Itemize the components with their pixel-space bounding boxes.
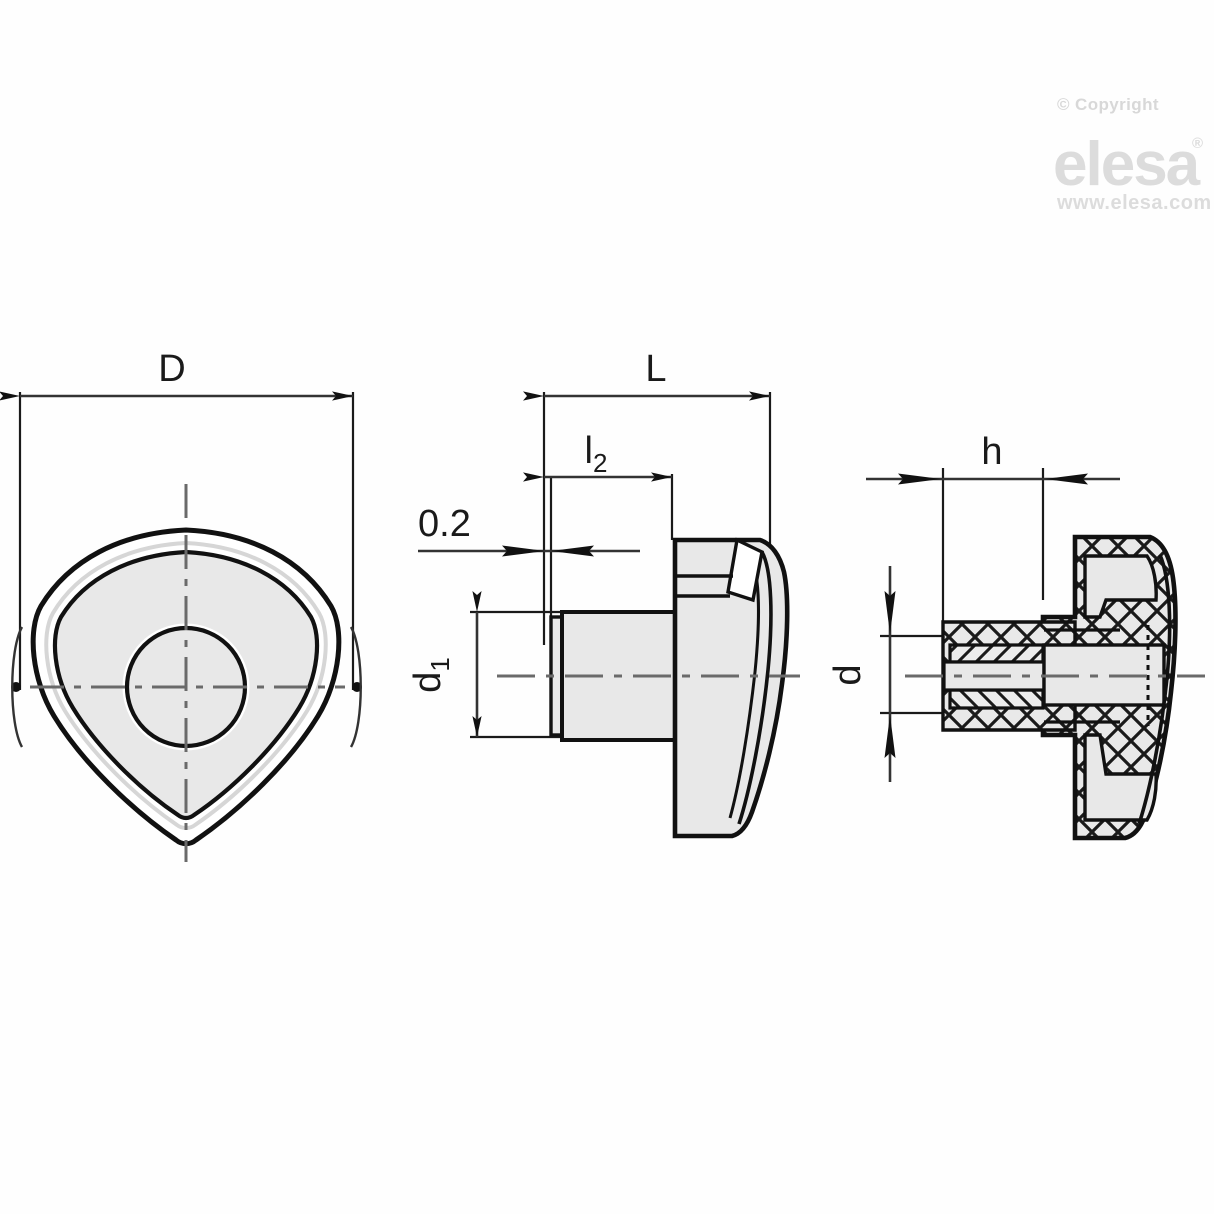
dimension-L: L — [523, 348, 770, 401]
elesa-watermark: © Copyright elesa ® www.elesa.com — [1053, 95, 1212, 214]
dim-02-arrow-left — [502, 545, 545, 557]
watermark-registered-mark: ® — [1192, 135, 1203, 152]
section-view: h d — [827, 431, 1205, 841]
front-view-centerlines — [30, 484, 345, 862]
watermark-url-text: www.elesa.com — [1056, 192, 1212, 214]
dimension-l2: l2 — [523, 430, 672, 482]
dimension-h: h — [866, 431, 1120, 640]
side-view: L l2 0.2 d1 — [407, 348, 800, 839]
dim-L-label: L — [645, 348, 666, 390]
centerline-end-dot-left — [11, 682, 21, 692]
dim-d-arrow-bottom — [884, 715, 896, 758]
head-cavity-lower — [1083, 733, 1158, 822]
section-head-rib-line — [1137, 554, 1172, 825]
watermark-brand-text: elesa — [1053, 130, 1201, 199]
head-rib-line-1 — [737, 551, 773, 825]
dimension-D: D — [0, 348, 355, 690]
dim-d-arrow-top — [884, 591, 896, 634]
break-arc-left — [11, 626, 24, 748]
dim-l2-label: l2 — [585, 430, 608, 478]
dim-d1-label: d1 — [407, 657, 455, 693]
front-view: D — [0, 348, 362, 862]
head-rib-line-2 — [728, 559, 760, 819]
dim-d-label: d — [827, 664, 869, 685]
dim-h-arrow-right — [1045, 473, 1088, 485]
dimension-d: d — [827, 566, 955, 782]
metal-insert-upper-hatched — [948, 643, 1045, 664]
dim-D-label: D — [158, 348, 185, 390]
dim-h-arrow-left — [898, 473, 941, 485]
head-cavity-upper — [1083, 554, 1158, 619]
centerline-end-dot-right — [352, 682, 362, 692]
dim-02-arrow-right — [551, 545, 594, 557]
break-arc-right — [349, 626, 362, 748]
metal-insert-lower-hatched — [948, 688, 1045, 710]
dimension-d1: d1 — [407, 591, 560, 739]
dimension-0-2: 0.2 — [418, 503, 640, 557]
watermark-copyright-text: © Copyright — [1057, 95, 1159, 114]
dim-h-label: h — [981, 431, 1002, 473]
dim-02-label: 0.2 — [418, 503, 471, 545]
